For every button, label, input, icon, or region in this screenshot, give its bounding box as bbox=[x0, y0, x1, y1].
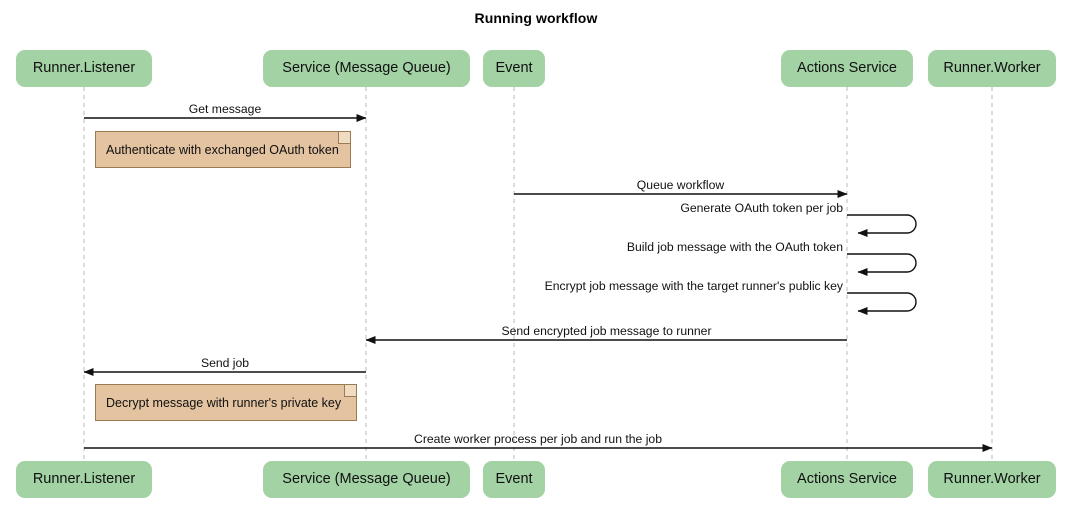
participant-runner-worker-bottom[interactable]: Runner.Worker bbox=[928, 461, 1056, 498]
message-label-build-job-message: Build job message with the OAuth token bbox=[626, 240, 843, 254]
note-label: Authenticate with exchanged OAuth token bbox=[106, 142, 339, 157]
participant-label: Actions Service bbox=[797, 60, 897, 77]
participant-runner-listener-top[interactable]: Runner.Listener bbox=[16, 50, 152, 87]
note-fold-corner-icon bbox=[338, 132, 350, 144]
message-label-send-job: Send job bbox=[200, 356, 250, 370]
arrows-group bbox=[83, 114, 993, 452]
note-decrypt[interactable]: Decrypt message with runner's private ke… bbox=[95, 384, 357, 421]
participant-actions-service-top[interactable]: Actions Service bbox=[781, 50, 913, 87]
participant-event-top[interactable]: Event bbox=[483, 50, 545, 87]
participant-actions-service-bottom[interactable]: Actions Service bbox=[781, 461, 913, 498]
participant-label: Service (Message Queue) bbox=[282, 60, 451, 77]
participant-label: Runner.Listener bbox=[32, 60, 136, 77]
message-encrypt-job[interactable] bbox=[847, 292, 917, 315]
participant-label: Runner.Worker bbox=[943, 471, 1041, 488]
participant-service-queue-bottom[interactable]: Service (Message Queue) bbox=[263, 461, 470, 498]
lifelines-group bbox=[83, 87, 993, 461]
page-title: Running workflow bbox=[474, 10, 598, 26]
participant-service-queue-top[interactable]: Service (Message Queue) bbox=[263, 50, 470, 87]
note-fold-corner-icon bbox=[344, 385, 356, 397]
message-label-generate-token: Generate OAuth token per job bbox=[680, 201, 843, 215]
message-generate-token[interactable] bbox=[847, 214, 917, 237]
message-label-get-message: Get message bbox=[188, 102, 262, 116]
message-label-queue-workflow: Queue workflow bbox=[636, 178, 725, 192]
note-authenticate[interactable]: Authenticate with exchanged OAuth token bbox=[95, 131, 351, 168]
message-label-encrypt-job: Encrypt job message with the target runn… bbox=[544, 279, 843, 293]
participant-label: Event bbox=[495, 60, 533, 77]
note-label: Decrypt message with runner's private ke… bbox=[106, 395, 342, 410]
participant-runner-worker-top[interactable]: Runner.Worker bbox=[928, 50, 1056, 87]
message-build-job-message[interactable] bbox=[847, 253, 917, 276]
message-label-send-encrypted: Send encrypted job message to runner bbox=[501, 324, 712, 338]
participant-event-bottom[interactable]: Event bbox=[483, 461, 545, 498]
participant-label: Event bbox=[495, 471, 533, 488]
message-label-create-worker: Create worker process per job and run th… bbox=[414, 432, 662, 446]
participant-label: Service (Message Queue) bbox=[282, 471, 451, 488]
participant-label: Actions Service bbox=[797, 471, 897, 488]
participant-label: Runner.Worker bbox=[943, 60, 1041, 77]
participant-label: Runner.Listener bbox=[32, 471, 136, 488]
participant-runner-listener-bottom[interactable]: Runner.Listener bbox=[16, 461, 152, 498]
